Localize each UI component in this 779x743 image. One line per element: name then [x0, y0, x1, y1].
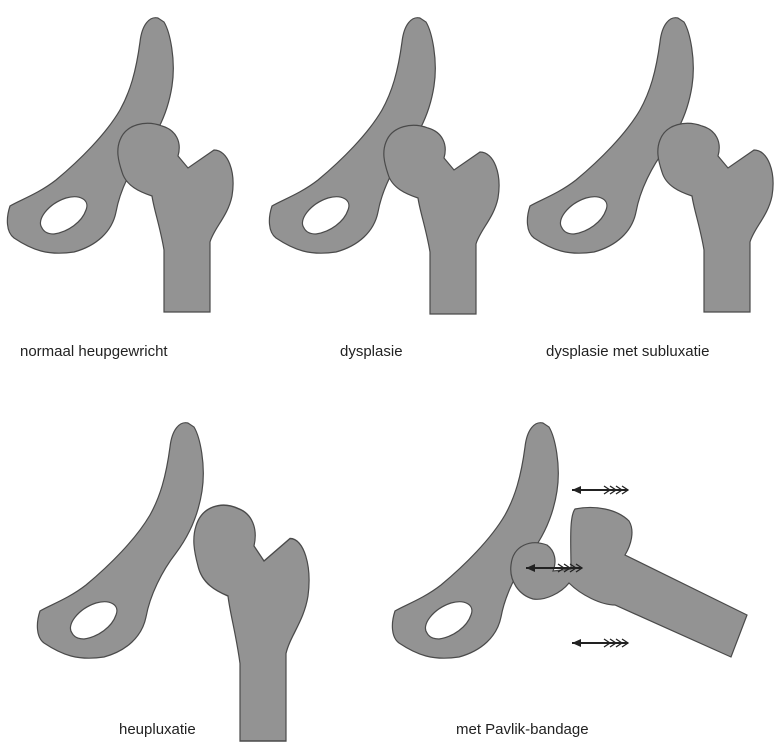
caption-dysplasie: dysplasie — [340, 343, 403, 360]
panel-heupluxatie — [37, 423, 309, 741]
panel-dysplasie — [269, 18, 499, 314]
pelvis-shape — [37, 423, 203, 659]
arrow-left-icon — [572, 486, 628, 494]
femur-shape — [384, 125, 499, 314]
arrow-left-icon — [572, 639, 628, 647]
pelvis-shape — [392, 423, 558, 659]
caption-normaal: normaal heupgewricht — [20, 343, 168, 360]
femur-shape — [118, 123, 233, 312]
caption-heupluxatie: heupluxatie — [119, 721, 196, 738]
caption-pavlik: met Pavlik-bandage — [456, 721, 589, 738]
panel-pavlik — [392, 423, 747, 659]
femur-shape — [511, 508, 747, 658]
panel-normaal — [7, 18, 233, 312]
caption-subluxatie: dysplasie met subluxatie — [546, 343, 709, 360]
panel-subluxatie — [527, 18, 773, 312]
femur-shape — [658, 123, 773, 312]
femur-shape — [194, 505, 309, 741]
